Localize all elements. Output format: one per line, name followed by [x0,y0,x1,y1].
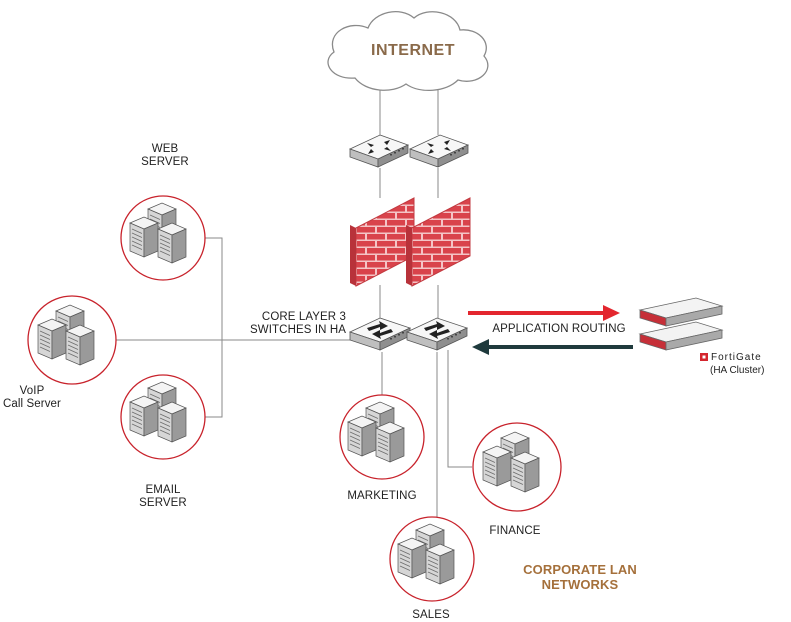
email-server-label: EMAIL SERVER [138,484,188,510]
sales-label: SALES [412,609,450,621]
cloud-icon [327,11,489,91]
web-server-icon [120,195,206,281]
ha-cluster-label: (HA Cluster) [710,365,765,376]
fortigate-logo-mark [700,353,708,361]
router-icon [409,134,469,168]
finance-label: FINANCE [489,525,541,537]
corporate-lan-label-line2: NETWORKS [541,577,619,592]
internet-label: INTERNET [371,42,455,59]
core-layer-label: CORE LAYER 3 SWITCHES IN HA [246,311,346,337]
firewall-icon [349,197,415,287]
corporate-lan-label-line1: CORPORATE LAN [523,562,637,577]
voip-label-line2: Call Server [3,398,61,410]
application-routing-label: APPLICATION ROUTING [492,323,626,335]
email-server-icon [120,374,206,460]
router-icon [349,134,409,168]
sales-server-icon [389,516,475,602]
connection-lines [115,80,472,523]
web-server-label: WEB SERVER [140,143,190,169]
web-server-label-line2: SERVER [141,156,189,168]
switch-icon [406,317,468,351]
voip-server-icon [27,295,117,385]
voip-label-line1: VoIP [19,385,45,397]
fortigate-appliance-icon [639,297,723,351]
marketing-label: MARKETING [347,490,417,502]
firewall-icon [405,197,471,287]
marketing-server-icon [339,394,425,480]
email-server-label-line2: SERVER [139,497,187,509]
core-layer-label-line2: SWITCHES IN HA [250,324,346,336]
corporate-lan-label: CORPORATE LAN NETWORKS [510,562,650,592]
arrow-to-fortigate-icon [468,305,620,321]
finance-server-icon [472,422,562,512]
switch-icon [349,317,411,351]
email-server-label-line1: EMAIL [145,484,181,496]
fortigate-logo-text: FortiGate [711,352,762,363]
web-server-label-line1: WEB [151,143,179,155]
voip-label: VoIP Call Server [2,385,62,411]
arrow-from-fortigate-icon [472,339,633,355]
core-layer-label-line1: CORE LAYER 3 [261,311,346,323]
